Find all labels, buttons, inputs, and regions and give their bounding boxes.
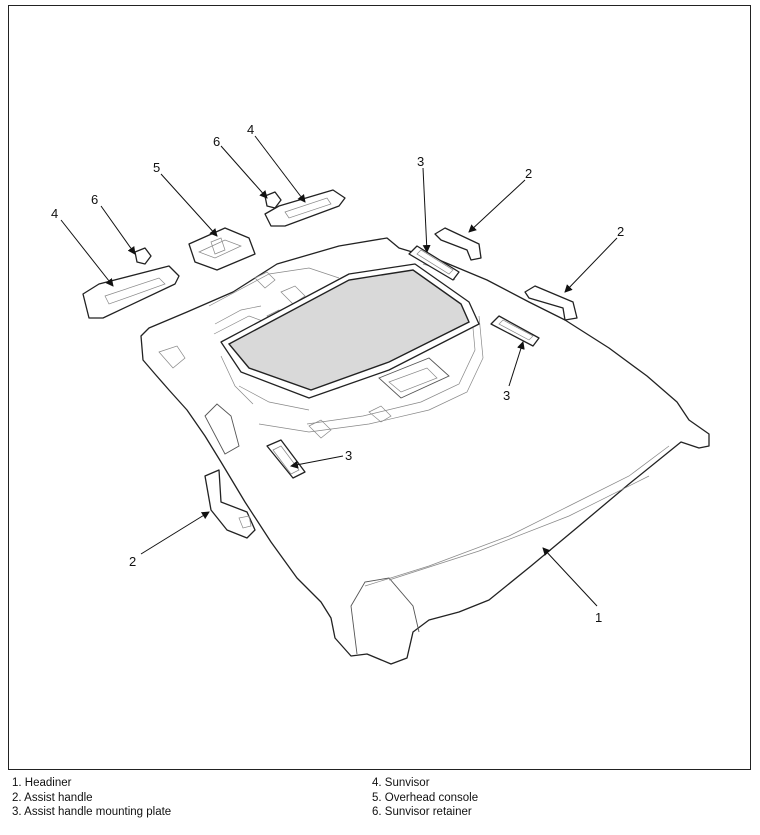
diagram-frame: 1 2 2 2 3 3 3 4 4 5 6 6 <box>8 5 751 770</box>
callout-mounting-plate-rear-left: 3 <box>345 448 352 463</box>
callout-mounting-plate-front: 3 <box>417 154 424 169</box>
sunvisor-right <box>264 189 346 227</box>
legend-column-left: 1. Headiner 2. Assist handle 3. Assist h… <box>12 776 171 820</box>
headliner-exploded-diagram: 1 2 2 2 3 3 3 4 4 5 6 6 <box>51 122 710 665</box>
mounting-plate-rear-right <box>490 315 540 347</box>
legend-item-sunvisor-retainer: 6. Sunvisor retainer <box>372 806 472 818</box>
sunroof-opening <box>220 263 480 399</box>
assist-handle-rear-left <box>204 469 256 539</box>
callout-sunvisor-left: 4 <box>51 206 58 221</box>
callout-overhead-console: 5 <box>153 160 160 175</box>
callout-mounting-plate-rear-right: 3 <box>503 388 510 403</box>
legend-item-mounting-plate: 3. Assist handle mounting plate <box>12 806 172 818</box>
assist-handle-front-right <box>434 227 482 261</box>
parts-legend: 1. Headiner 2. Assist handle 3. Assist h… <box>10 776 750 832</box>
callout-sunvisor-right: 4 <box>247 122 254 137</box>
callout-sunvisor-retainer-left: 6 <box>91 192 98 207</box>
sunvisor-retainer-left <box>134 247 152 265</box>
legend-item-headiner: 1. Headiner <box>12 777 72 789</box>
callout-assist-handle-rear-right: 2 <box>617 224 624 239</box>
sunvisor-left <box>82 265 180 319</box>
leader-lines <box>60 135 618 607</box>
overhead-console <box>188 227 256 271</box>
callout-headliner: 1 <box>595 610 602 625</box>
mounting-plate-front-right <box>408 245 460 281</box>
legend-column-right: 4. Sunvisor 5. Overhead console 6. Sunvi… <box>372 776 478 820</box>
legend-item-overhead-console: 5. Overhead console <box>372 791 479 804</box>
callout-sunvisor-retainer-right: 6 <box>213 134 220 149</box>
sunvisor-retainer-right <box>264 191 282 209</box>
assist-handle-rear-right <box>524 285 578 321</box>
legend-item-assist-handle: 2. Assist handle <box>12 791 93 804</box>
callout-assist-handle-rear-left: 2 <box>129 554 136 569</box>
legend-item-sunvisor: 4. Sunvisor <box>372 777 430 789</box>
callout-assist-handle-front-right: 2 <box>525 166 532 181</box>
